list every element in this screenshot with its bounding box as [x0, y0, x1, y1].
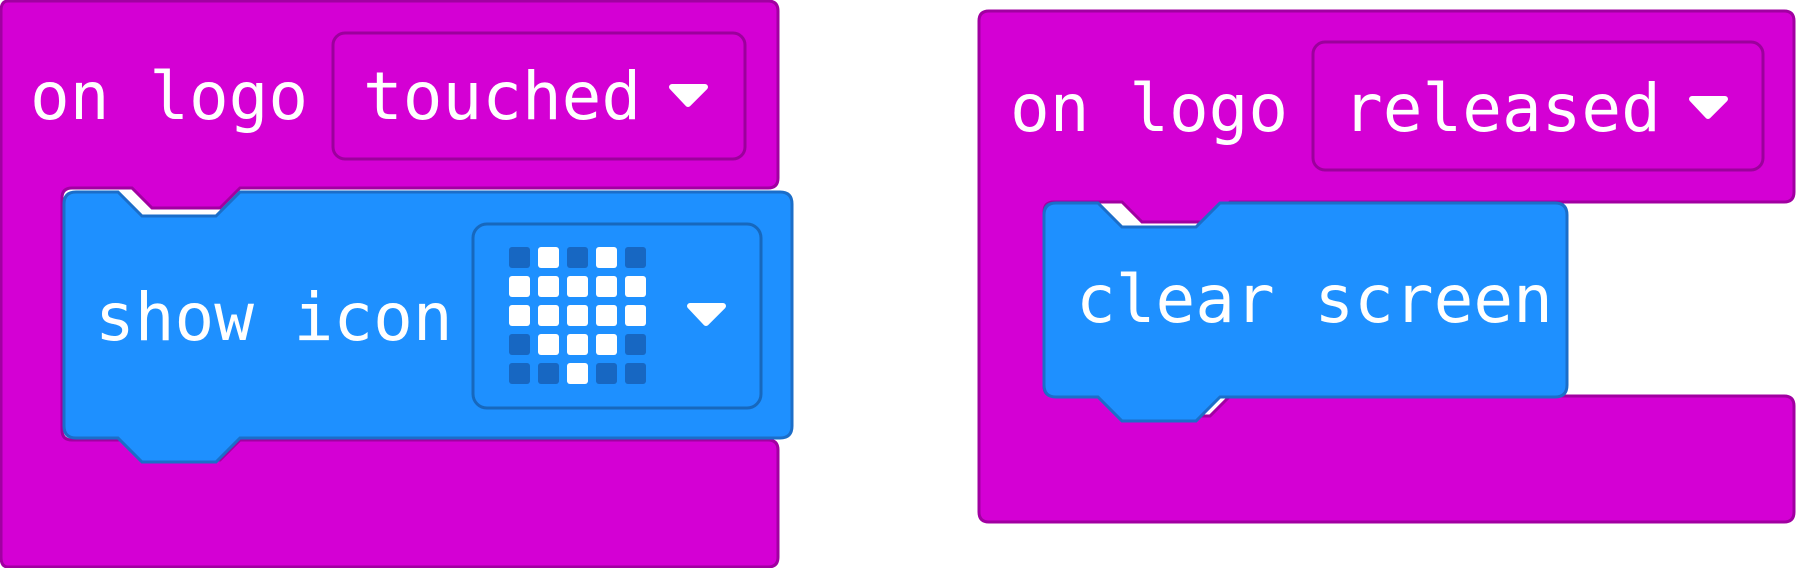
led-on	[538, 334, 559, 355]
led-off	[625, 363, 646, 384]
led-off	[567, 247, 588, 268]
on-logo-released-block[interactable]: on logo released clear screen	[977, 9, 1796, 524]
event-prefix-label: on logo	[1010, 70, 1288, 147]
led-on	[538, 305, 559, 326]
led-on	[625, 305, 646, 326]
led-on	[538, 247, 559, 268]
led-on	[538, 276, 559, 297]
led-off	[509, 247, 530, 268]
show-icon-block[interactable]: show icon	[62, 190, 794, 464]
led-on	[625, 276, 646, 297]
led-on	[596, 305, 617, 326]
led-on	[567, 363, 588, 384]
led-on	[509, 276, 530, 297]
led-on	[509, 305, 530, 326]
led-off	[509, 334, 530, 355]
led-on	[567, 334, 588, 355]
caret-down-icon	[669, 84, 708, 107]
clear-screen-label: clear screen	[1076, 261, 1553, 338]
led-off	[625, 247, 646, 268]
led-off	[538, 363, 559, 384]
logo-event-dropdown-value: touched	[363, 58, 641, 135]
logo-event-dropdown[interactable]: touched	[331, 31, 747, 161]
led-grid	[509, 247, 646, 384]
logo-event-dropdown[interactable]: released	[1311, 40, 1765, 172]
led-off	[625, 334, 646, 355]
logo-event-dropdown-value: released	[1343, 70, 1661, 147]
led-off	[509, 363, 530, 384]
clear-screen-block[interactable]: clear screen	[1042, 201, 1569, 423]
logo-event-dropdown-box[interactable]	[331, 31, 747, 161]
event-prefix-label: on logo	[30, 58, 308, 135]
caret-down-icon	[687, 303, 726, 326]
clear-screen-block-body[interactable]	[1042, 201, 1569, 423]
on-logo-touched-block[interactable]: on logo touched show icon	[0, 0, 794, 568]
caret-down-icon	[1689, 96, 1728, 119]
logo-event-dropdown-box[interactable]	[1311, 40, 1765, 172]
icon-picker-dropdown[interactable]	[471, 222, 763, 410]
led-on	[596, 247, 617, 268]
led-on	[567, 305, 588, 326]
led-on	[596, 334, 617, 355]
led-on	[567, 276, 588, 297]
led-off	[596, 363, 617, 384]
led-on	[596, 276, 617, 297]
show-icon-label: show icon	[95, 279, 453, 356]
